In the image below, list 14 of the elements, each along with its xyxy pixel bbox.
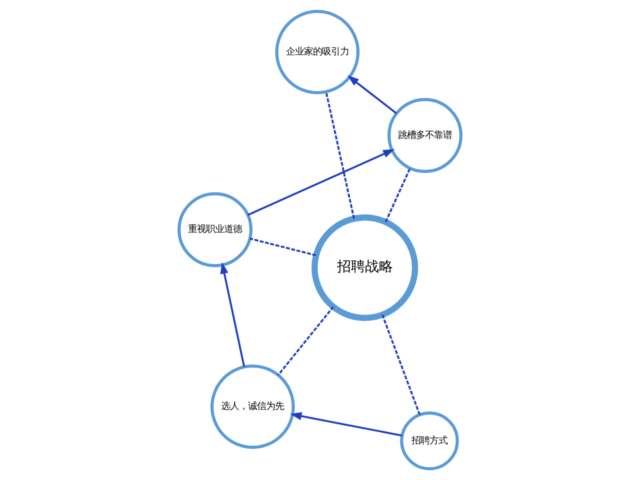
node-circle: 选人，诚信为先 — [210, 364, 295, 449]
node-circle: 招聘方式 — [400, 412, 459, 470]
arrow — [290, 412, 402, 436]
node-circle: 跳槽多不靠谱 — [388, 98, 462, 173]
arrow — [247, 149, 395, 216]
connector — [384, 168, 411, 222]
arrow — [220, 262, 246, 367]
arrow — [347, 75, 398, 114]
node-circle: 重视职业道德 — [178, 192, 252, 268]
connector — [382, 314, 421, 416]
connector — [278, 306, 334, 376]
node-circle: 招聘战略 — [312, 214, 418, 321]
connector — [325, 92, 355, 219]
connector — [250, 238, 316, 256]
